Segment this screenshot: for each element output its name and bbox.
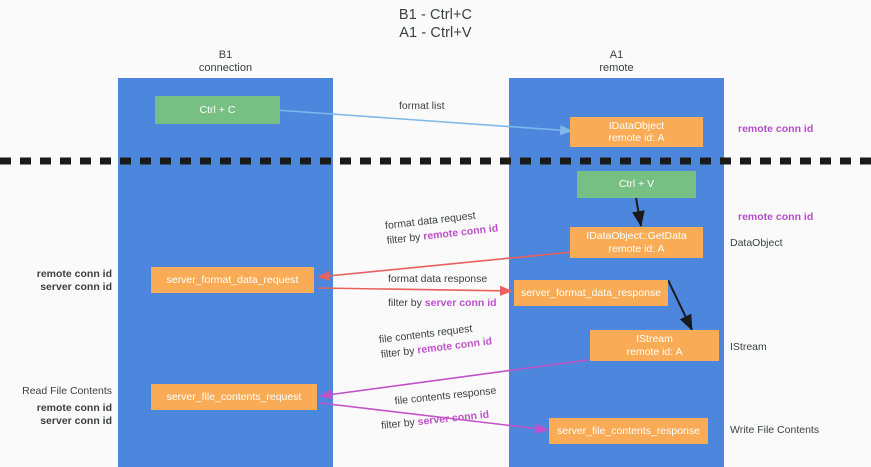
edge-label-fdres-key: server conn id: [424, 297, 497, 309]
annotation-read-file-contents: Read File Contents: [22, 385, 112, 397]
box-server-format-data-response-label: server_format_data_response: [520, 286, 662, 299]
lane-header-a1-name: A1: [609, 49, 624, 61]
annotation-group-conn-ids-top: remote conn id server conn id: [0, 268, 112, 294]
box-idataobject[interactable]: IDataObject remote id: A: [570, 117, 703, 147]
arrow-file-contents-response: [319, 402, 549, 434]
annotation-dataobject: DataObject: [730, 237, 783, 249]
box-server-format-data-request[interactable]: server_format_data_request: [151, 267, 314, 293]
box-idataobject-getdata-line-1: IDataObject::GetData: [586, 230, 687, 242]
box-idataobject-line-1: IDataObject: [608, 119, 665, 132]
edge-label-fdres-prefix: filter by: [388, 297, 425, 309]
lane-header-b1-name: B1: [218, 49, 233, 61]
lane-header-b1-role: connection: [198, 62, 253, 74]
page-title: B1 - Ctrl+C A1 - Ctrl+V: [0, 6, 871, 42]
arrow-format-data-response: [317, 285, 513, 296]
box-ctrl-c[interactable]: Ctrl + C: [155, 96, 280, 124]
annotation-remote-conn-id-left-2: remote conn id: [36, 402, 112, 414]
box-server-format-data-request-label: server_format_data_request: [166, 273, 299, 286]
arrow-ctrlv-to-getdata: [632, 197, 645, 227]
edge-label-format-list: format list: [399, 99, 445, 114]
annotation-remote-conn-id-left-1: remote conn id: [36, 268, 112, 280]
arrow-format-data-request: [317, 251, 573, 281]
annotation-group-conn-ids-bottom: remote conn id server conn id: [0, 402, 112, 428]
lane-header-a1: A1 remote: [509, 49, 724, 75]
box-server-file-contents-request[interactable]: server_file_contents_request: [151, 384, 317, 410]
edge-label-format-data-response: format data response filter by server co…: [388, 272, 497, 311]
box-ctrl-v[interactable]: Ctrl + V: [577, 171, 696, 198]
arrow-format-list: [274, 109, 573, 136]
edge-label-format-list-text: format list: [399, 100, 445, 112]
edge-label-fcreq-prefix: filter by: [380, 344, 419, 361]
annotation-server-conn-id-left-2: server conn id: [40, 415, 112, 427]
box-idataobject-getdata[interactable]: IDataObject::GetData remote id: A: [570, 227, 703, 258]
box-istream-line-2: remote id: A: [626, 345, 683, 358]
edge-label-fdreq-prefix: filter by: [386, 230, 425, 247]
page-title-line-1: B1 - Ctrl+C: [398, 7, 473, 23]
annotation-remote-conn-id-top: remote conn id: [738, 123, 814, 135]
annotation-write-file-contents: Write File Contents: [730, 424, 820, 436]
arrow-file-contents-request: [319, 359, 589, 400]
lane-header-a1-role: remote: [599, 62, 634, 74]
box-server-file-contents-request-label: server_file_contents_request: [166, 390, 302, 403]
box-ctrl-v-label: Ctrl + V: [618, 178, 655, 191]
arrow-format-response-to-istream: [667, 279, 693, 331]
lane-header-b1: B1 connection: [118, 49, 333, 75]
edge-label-format-data-response-filter: filter by server conn id: [388, 296, 497, 311]
annotation-istream: IStream: [730, 341, 767, 353]
box-idataobject-getdata-line-2: remote id: A: [608, 242, 665, 255]
annotation-remote-conn-id-mid: remote conn id: [738, 211, 814, 223]
box-ctrl-c-label: Ctrl + C: [199, 103, 236, 116]
edge-label-fcres-prefix: filter by: [380, 416, 419, 432]
box-server-file-contents-response-label: server_file_contents_response: [556, 424, 700, 437]
box-server-file-contents-response[interactable]: server_file_contents_response: [549, 418, 708, 444]
box-idataobject-line-2: remote id: A: [608, 132, 665, 144]
box-istream[interactable]: IStream remote id: A: [590, 330, 719, 361]
page-title-line-2: A1 - Ctrl+V: [399, 25, 472, 41]
annotation-server-conn-id-left-1: server conn id: [40, 281, 112, 293]
box-istream-line-1: IStream: [636, 333, 673, 345]
box-server-format-data-response[interactable]: server_format_data_response: [514, 280, 668, 306]
edge-label-format-data-response-text: format data response: [388, 273, 488, 285]
